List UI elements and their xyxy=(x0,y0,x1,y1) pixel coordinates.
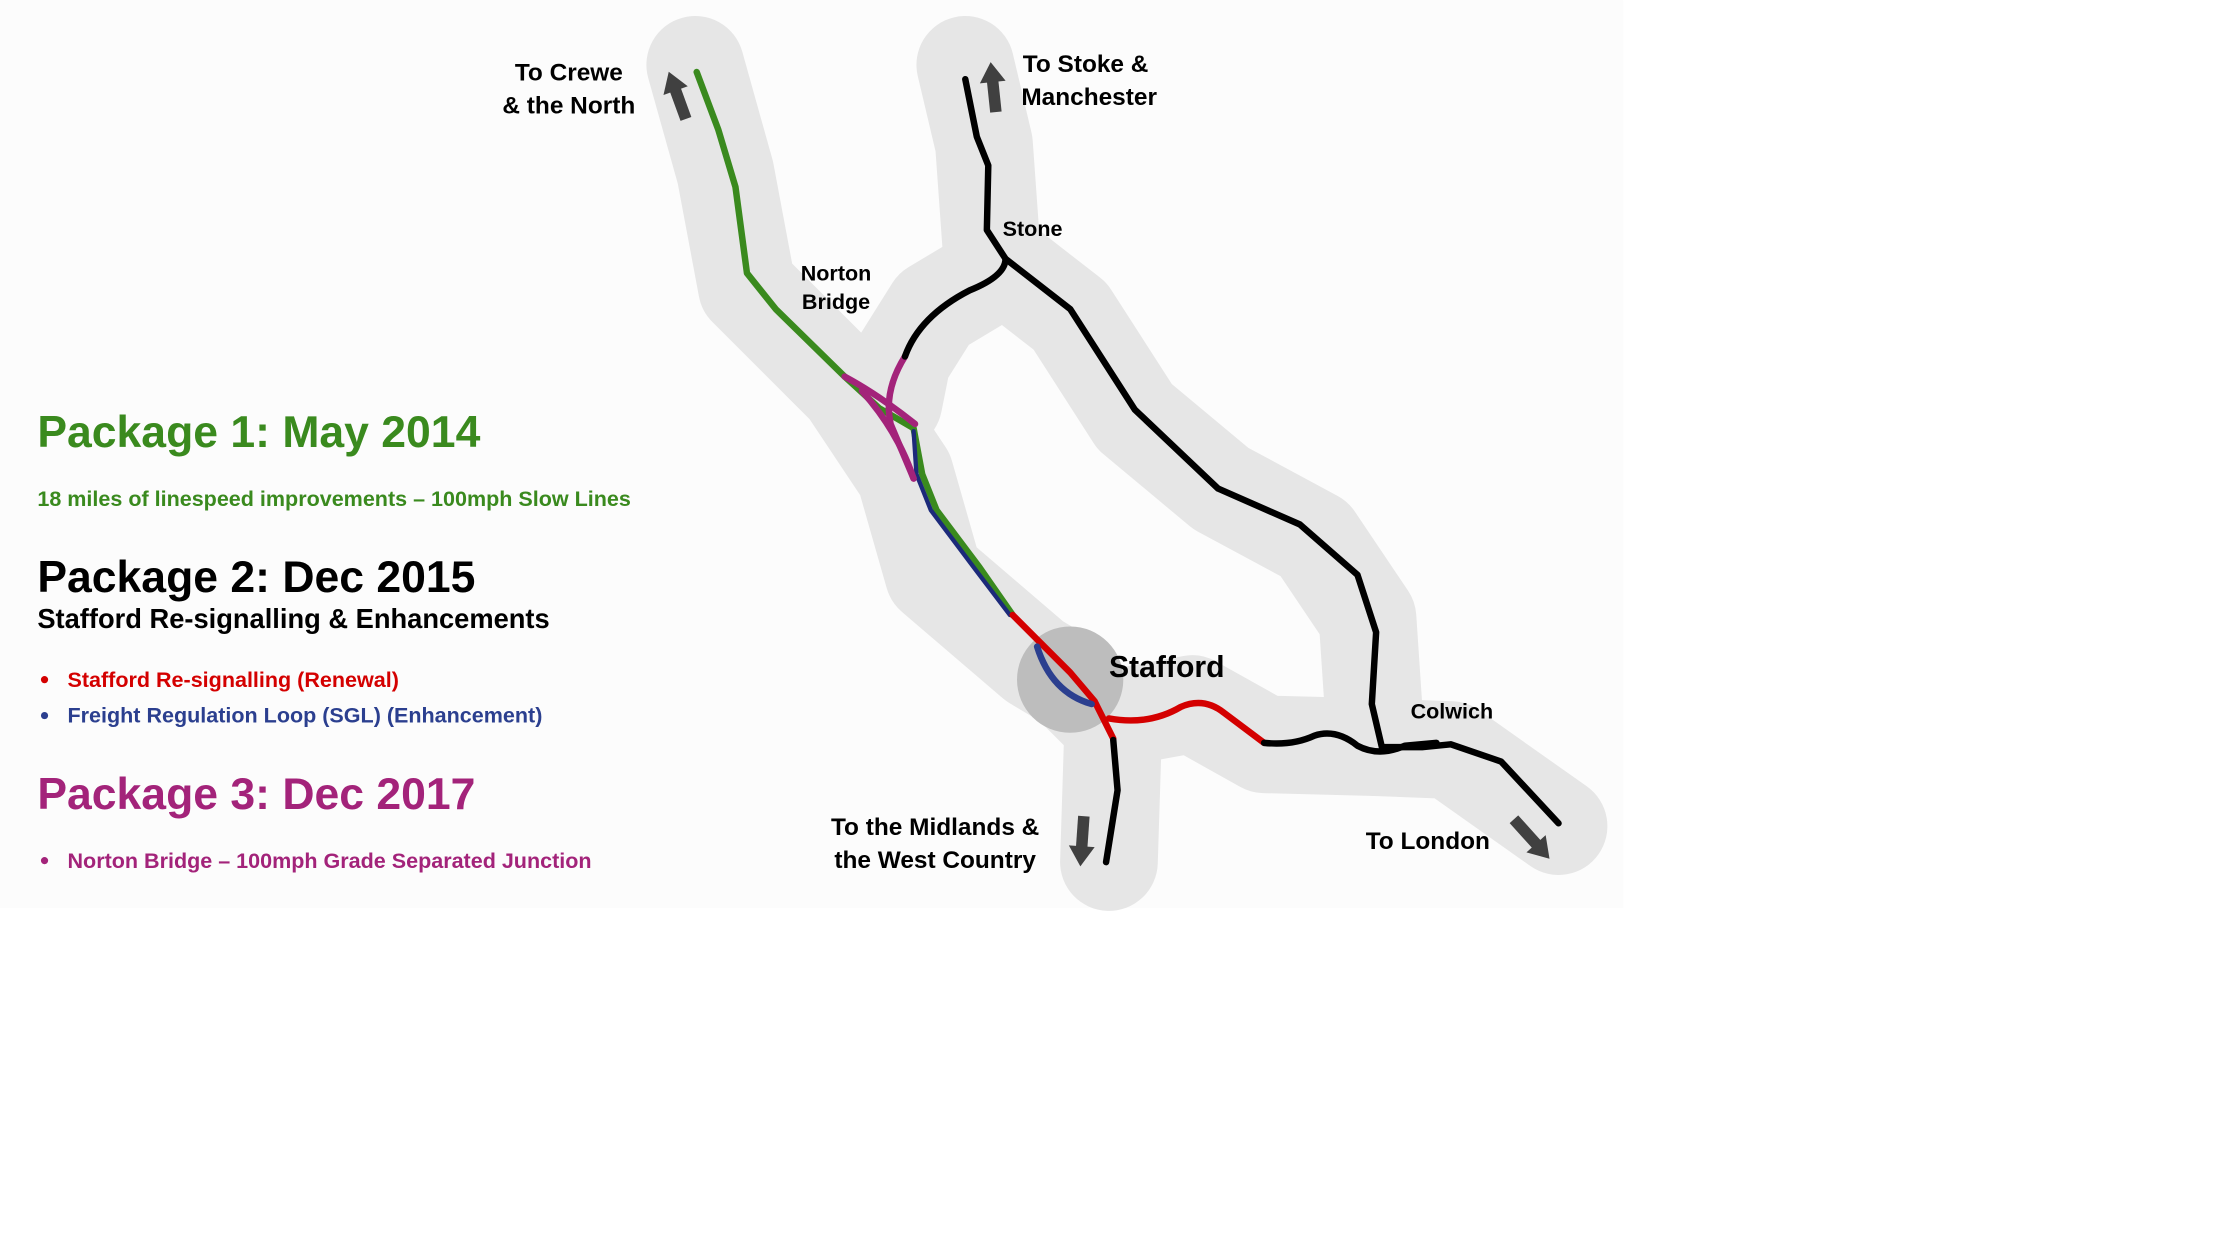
line-renewal-red-east xyxy=(1105,699,1268,747)
label-to-crewe-1: To Crewe xyxy=(515,60,623,87)
label-to-midlands-1: To the Midlands & xyxy=(831,814,1039,841)
line-renewal-red xyxy=(1009,611,1117,742)
line-norton-link-black xyxy=(901,255,1009,360)
package1-subtitle: 18 miles of linespeed improvements – 100… xyxy=(37,487,631,511)
package2-bullet-renewal: Stafford Re-signalling (Renewal) xyxy=(68,668,399,692)
line-package3-purple-a xyxy=(841,373,919,428)
legend: Package 1: May 2014 18 miles of linespee… xyxy=(37,408,631,873)
label-to-stoke-1: To Stoke & xyxy=(1023,51,1149,78)
label-to-london: To London xyxy=(1366,828,1490,855)
station-stone: Stone xyxy=(1003,217,1063,241)
corridor-colwich xyxy=(1064,655,1425,797)
package2-bullet-enhancement: Freight Regulation Loop (SGL) (Enhanceme… xyxy=(68,704,543,728)
bullet-icon xyxy=(40,857,49,865)
label-to-midlands-2: the West Country xyxy=(834,847,1036,874)
station-colwich: Colwich xyxy=(1411,699,1494,723)
arrow-to-london-icon xyxy=(1509,815,1550,859)
bullet-icon xyxy=(40,676,49,684)
package2-title: Package 2: Dec 2015 xyxy=(37,553,475,602)
station-stafford: Stafford xyxy=(1109,651,1225,684)
package3-bullet-junction: Norton Bridge – 100mph Grade Separated J… xyxy=(68,849,592,873)
arrow-to-midlands-icon xyxy=(1068,815,1095,867)
line-enhancement-loop-blue xyxy=(1033,643,1095,708)
arrow-to-crewe-icon xyxy=(663,71,692,121)
bullet-icon xyxy=(40,711,49,720)
line-enhancement-navy xyxy=(911,428,1012,618)
label-to-stoke-2: Manchester xyxy=(1021,84,1157,111)
station-norton-bridge-1: Norton xyxy=(801,261,872,285)
package2-subtitle: Stafford Re-signalling & Enhancements xyxy=(37,603,549,634)
label-to-crewe-2: & the North xyxy=(502,93,635,120)
line-colwich-black xyxy=(1260,730,1440,755)
station-norton-bridge-2: Bridge xyxy=(802,290,870,314)
line-south-black xyxy=(1102,736,1121,866)
package1-title: Package 1: May 2014 xyxy=(37,408,480,457)
line-package3-purple-c xyxy=(858,387,917,482)
package3-title: Package 3: Dec 2017 xyxy=(37,770,475,819)
arrow-to-stoke-icon xyxy=(979,62,1006,113)
